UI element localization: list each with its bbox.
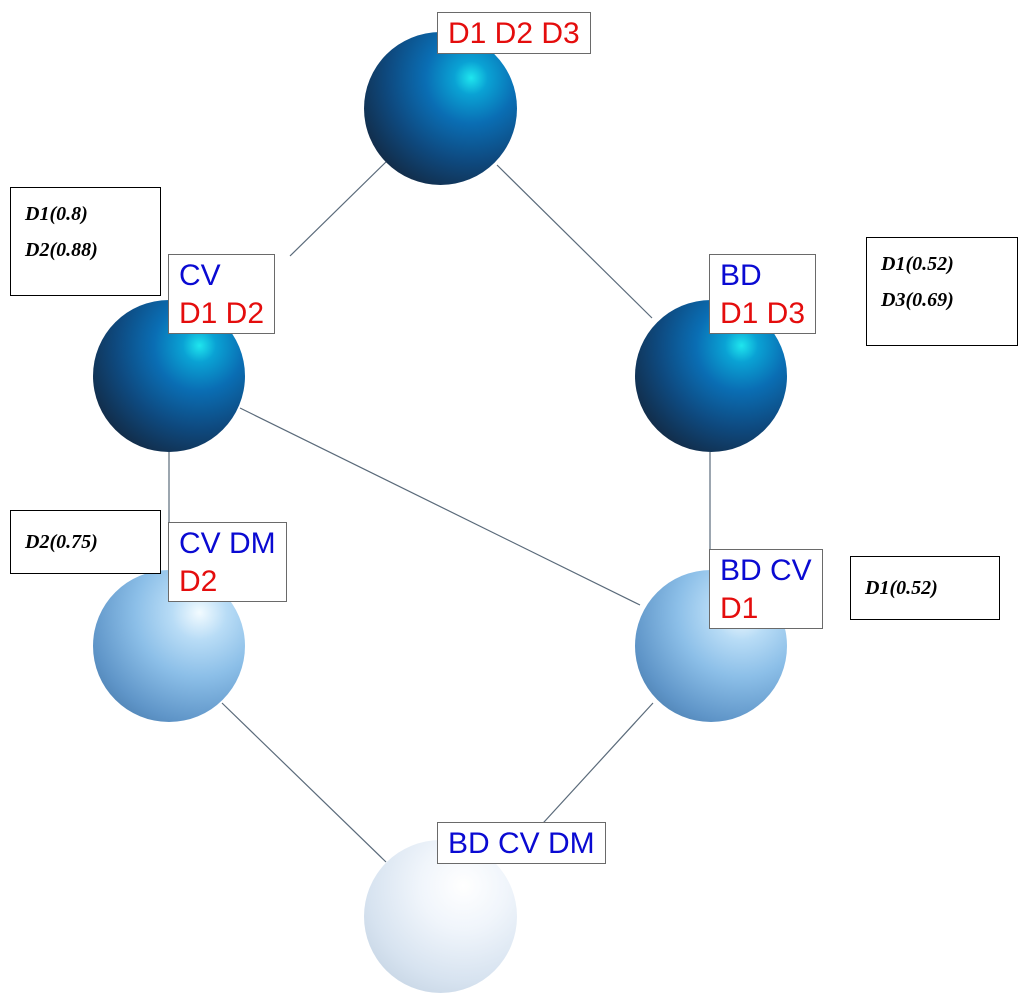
node-top-decisions: D1 D2 D3 [448,17,580,50]
edge-top-right-upper [496,164,653,319]
node-left-upper-decisions: D1 D2 [179,297,265,330]
node-right-lower-label: BD CV D1 [709,549,823,629]
note-left-lower-line-1: D2(0.75) [25,531,98,553]
note-left-upper-line-2: D2(0.88) [25,239,98,261]
node-left-lower-attributes: CV DM [179,527,276,560]
node-top-label: D1 D2 D3 [437,12,591,54]
note-right-upper: D1(0.52) D3(0.69) [866,237,1018,346]
node-left-upper-attributes: CV [179,259,221,292]
note-left-lower: D2(0.75) [10,510,161,574]
node-right-upper-label: BD D1 D3 [709,254,817,334]
edge-right-lower-bottom [522,702,654,846]
node-right-lower-decisions: D1 [720,592,759,625]
note-left-upper: D1(0.8) D2(0.88) [10,187,161,296]
node-left-upper-label: CV D1 D2 [168,254,276,334]
edge-left-lower-bottom [221,702,387,863]
node-right-lower-attributes: BD CV [720,554,812,587]
edge-left-upper-right-lower [239,407,641,606]
node-bottom-attributes: BD CV DM [448,827,595,860]
node-bottom-sphere [364,840,517,993]
node-right-upper-decisions: D1 D3 [720,297,806,330]
note-left-upper-line-1: D1(0.8) [25,203,88,225]
edge-top-left-upper [289,157,391,257]
node-top-sphere [364,32,517,185]
node-bottom-label: BD CV DM [437,822,606,864]
node-left-lower-decisions: D2 [179,565,218,598]
note-right-upper-line-1: D1(0.52) [881,253,954,275]
node-left-lower-label: CV DM D2 [168,522,287,602]
node-right-upper-attributes: BD [720,259,762,292]
note-right-lower: D1(0.52) [850,556,1000,620]
note-right-lower-line-1: D1(0.52) [865,577,938,599]
note-right-upper-line-2: D3(0.69) [881,289,954,311]
